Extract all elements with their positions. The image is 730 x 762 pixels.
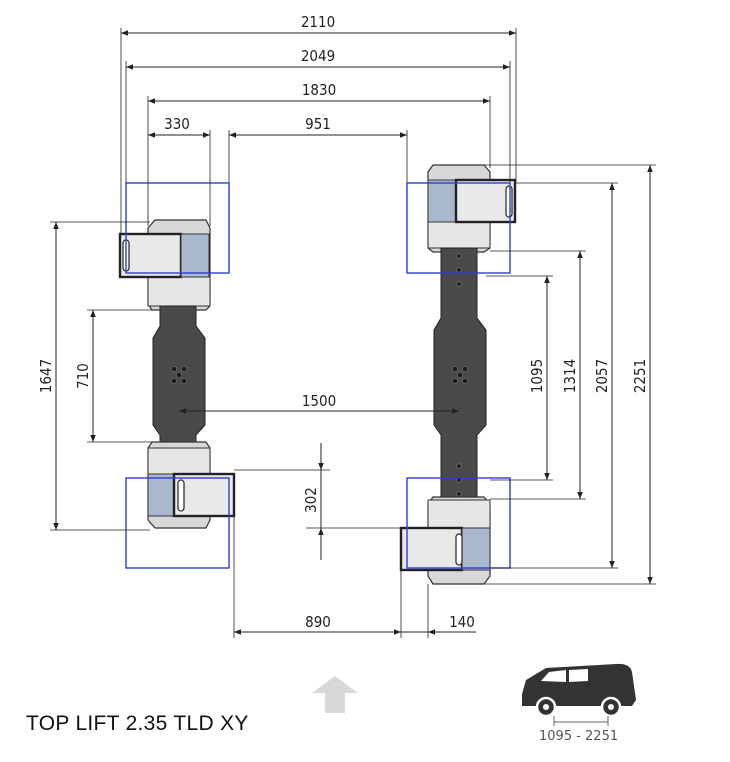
left-lift-column xyxy=(118,219,236,529)
model-title: TOP LIFT 2.35 TLD XY xyxy=(26,712,249,735)
right-bottom-pad xyxy=(399,526,464,572)
dim-140-label: 140 xyxy=(449,613,475,631)
right-lift-column xyxy=(399,164,517,585)
contact-zones xyxy=(125,182,511,569)
right-top-pad xyxy=(454,178,517,224)
dim-2057-label: 2057 xyxy=(593,359,611,393)
dim-302-label: 302 xyxy=(302,487,320,513)
dim-2049-label: 2049 xyxy=(301,47,335,65)
right-anchor-plate xyxy=(452,366,468,384)
dim-710-label: 710 xyxy=(74,363,92,389)
dim-951-label: 951 xyxy=(305,115,331,133)
dim-2251-label: 2251 xyxy=(631,359,649,393)
dim-1314-label: 1314 xyxy=(561,359,579,393)
vehicle-range-label: 1095 - 2251 xyxy=(539,729,619,744)
van-icon xyxy=(522,663,636,726)
left-anchor-plate xyxy=(171,366,187,384)
dim-330-label: 330 xyxy=(164,115,190,133)
dim-1830-label: 1830 xyxy=(302,81,336,99)
dim-1500-label: 1500 xyxy=(302,392,336,410)
dim-1095-label: 1095 xyxy=(528,359,546,393)
up-arrow-icon xyxy=(312,676,358,713)
dim-1647-label: 1647 xyxy=(37,359,55,393)
dim-2110-label: 2110 xyxy=(301,13,335,31)
dim-890-label: 890 xyxy=(305,613,331,631)
